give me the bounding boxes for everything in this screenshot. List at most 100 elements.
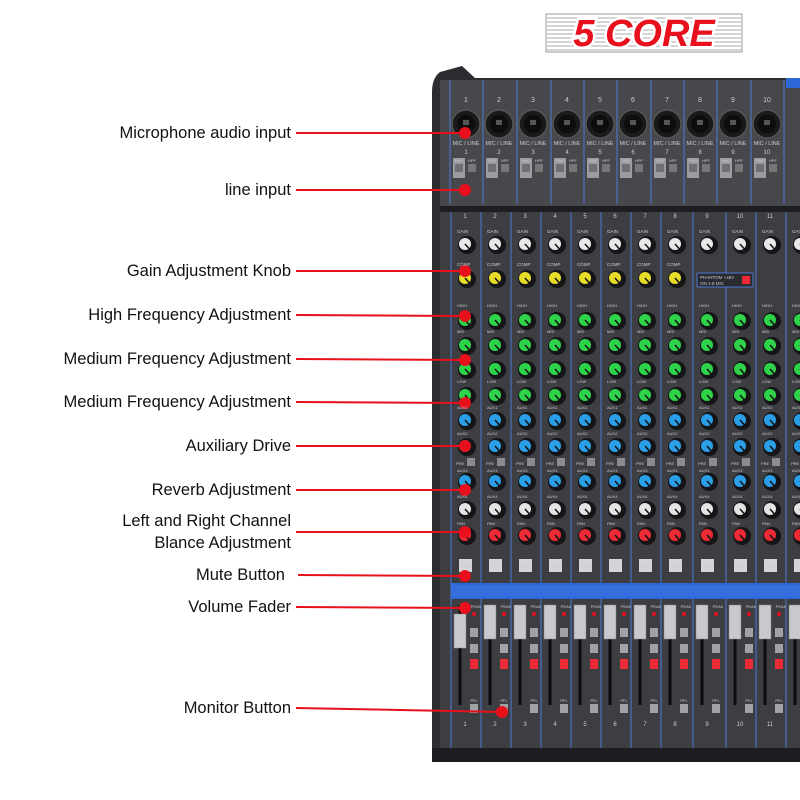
aux3-knob[interactable] bbox=[794, 475, 800, 487]
bus-button[interactable] bbox=[590, 628, 598, 637]
pfl-monitor-button[interactable] bbox=[775, 704, 783, 713]
volume-fader-cap[interactable] bbox=[728, 604, 742, 640]
pre-button[interactable] bbox=[527, 458, 535, 466]
stereo-button[interactable] bbox=[560, 659, 568, 669]
hpf-button[interactable] bbox=[735, 164, 743, 172]
bus-button[interactable] bbox=[530, 644, 538, 653]
pad-button[interactable] bbox=[656, 164, 664, 172]
gain-knob[interactable] bbox=[794, 238, 800, 250]
mute-on-button[interactable] bbox=[549, 559, 562, 572]
bus-button[interactable] bbox=[745, 644, 753, 653]
pfl-monitor-button[interactable] bbox=[745, 704, 753, 713]
hpf-button[interactable] bbox=[635, 164, 643, 172]
pre-button[interactable] bbox=[467, 458, 475, 466]
pre-button[interactable] bbox=[557, 458, 565, 466]
pad-button[interactable] bbox=[589, 164, 597, 172]
hpf-button[interactable] bbox=[769, 164, 777, 172]
volume-fader-cap[interactable] bbox=[453, 613, 467, 649]
mute-on-button[interactable] bbox=[734, 559, 747, 572]
mute-on-button[interactable] bbox=[609, 559, 622, 572]
hpf-button[interactable] bbox=[702, 164, 710, 172]
bus-button[interactable] bbox=[470, 628, 478, 637]
volume-fader-cap[interactable] bbox=[633, 604, 647, 640]
pre-button[interactable] bbox=[587, 458, 595, 466]
pad-button[interactable] bbox=[722, 164, 730, 172]
high-eq-knob[interactable] bbox=[794, 314, 800, 326]
bus-button[interactable] bbox=[745, 628, 753, 637]
hpf-button[interactable] bbox=[569, 164, 577, 172]
aux2-knob[interactable] bbox=[794, 440, 800, 452]
hpf-button[interactable] bbox=[535, 164, 543, 172]
volume-fader-cap[interactable] bbox=[788, 604, 800, 640]
pad-button[interactable] bbox=[522, 164, 530, 172]
volume-fader-cap[interactable] bbox=[758, 604, 772, 640]
pad-button[interactable] bbox=[689, 164, 697, 172]
volume-fader-cap[interactable] bbox=[663, 604, 677, 640]
mute-on-button[interactable] bbox=[669, 559, 682, 572]
bus-button[interactable] bbox=[650, 644, 658, 653]
pre-button[interactable] bbox=[647, 458, 655, 466]
pad-button[interactable] bbox=[556, 164, 564, 172]
mute-on-button[interactable] bbox=[489, 559, 502, 572]
bus-button[interactable] bbox=[712, 628, 720, 637]
volume-fader-cap[interactable] bbox=[513, 604, 527, 640]
hpf-button[interactable] bbox=[602, 164, 610, 172]
volume-fader-cap[interactable] bbox=[603, 604, 617, 640]
volume-fader-cap[interactable] bbox=[695, 604, 709, 640]
stereo-button[interactable] bbox=[590, 659, 598, 669]
pad-button[interactable] bbox=[756, 164, 764, 172]
mute-on-button[interactable] bbox=[519, 559, 532, 572]
stereo-button[interactable] bbox=[680, 659, 688, 669]
mute-on-button[interactable] bbox=[701, 559, 714, 572]
stereo-button[interactable] bbox=[712, 659, 720, 669]
bus-button[interactable] bbox=[650, 628, 658, 637]
stereo-button[interactable] bbox=[775, 659, 783, 669]
bus-button[interactable] bbox=[680, 628, 688, 637]
stereo-button[interactable] bbox=[470, 659, 478, 669]
bus-button[interactable] bbox=[620, 644, 628, 653]
stereo-button[interactable] bbox=[500, 659, 508, 669]
pre-button[interactable] bbox=[677, 458, 685, 466]
bus-button[interactable] bbox=[712, 644, 720, 653]
stereo-button[interactable] bbox=[745, 659, 753, 669]
bus-button[interactable] bbox=[560, 628, 568, 637]
pad-button[interactable] bbox=[622, 164, 630, 172]
pfl-monitor-button[interactable] bbox=[680, 704, 688, 713]
mute-on-button[interactable] bbox=[639, 559, 652, 572]
aux4-fx-knob[interactable] bbox=[794, 503, 800, 515]
bus-button[interactable] bbox=[775, 644, 783, 653]
stereo-button[interactable] bbox=[620, 659, 628, 669]
pfl-monitor-button[interactable] bbox=[470, 704, 478, 713]
hpf-button[interactable] bbox=[501, 164, 509, 172]
pfl-monitor-button[interactable] bbox=[620, 704, 628, 713]
hpf-button[interactable] bbox=[669, 164, 677, 172]
low-eq-knob[interactable] bbox=[794, 389, 800, 401]
mute-on-button[interactable] bbox=[794, 559, 800, 572]
hpf-button[interactable] bbox=[468, 164, 476, 172]
mid-eq-knob[interactable] bbox=[794, 339, 800, 351]
mid-freq-knob[interactable] bbox=[794, 363, 800, 375]
bus-button[interactable] bbox=[500, 628, 508, 637]
phantom-power-switch[interactable] bbox=[742, 276, 750, 284]
bus-button[interactable] bbox=[680, 644, 688, 653]
pad-button[interactable] bbox=[488, 164, 496, 172]
pre-button[interactable] bbox=[742, 458, 750, 466]
pre-button[interactable] bbox=[617, 458, 625, 466]
pfl-monitor-button[interactable] bbox=[530, 704, 538, 713]
bus-button[interactable] bbox=[620, 628, 628, 637]
bus-button[interactable] bbox=[470, 644, 478, 653]
pad-button[interactable] bbox=[455, 164, 463, 172]
bus-button[interactable] bbox=[560, 644, 568, 653]
pfl-monitor-button[interactable] bbox=[560, 704, 568, 713]
pan-knob[interactable] bbox=[794, 529, 800, 541]
mute-on-button[interactable] bbox=[579, 559, 592, 572]
bus-button[interactable] bbox=[530, 628, 538, 637]
bus-button[interactable] bbox=[590, 644, 598, 653]
mute-on-button[interactable] bbox=[459, 559, 472, 572]
pfl-monitor-button[interactable] bbox=[712, 704, 720, 713]
pre-button[interactable] bbox=[709, 458, 717, 466]
aux1-knob[interactable] bbox=[794, 414, 800, 426]
pfl-monitor-button[interactable] bbox=[650, 704, 658, 713]
stereo-button[interactable] bbox=[530, 659, 538, 669]
pre-button[interactable] bbox=[772, 458, 780, 466]
